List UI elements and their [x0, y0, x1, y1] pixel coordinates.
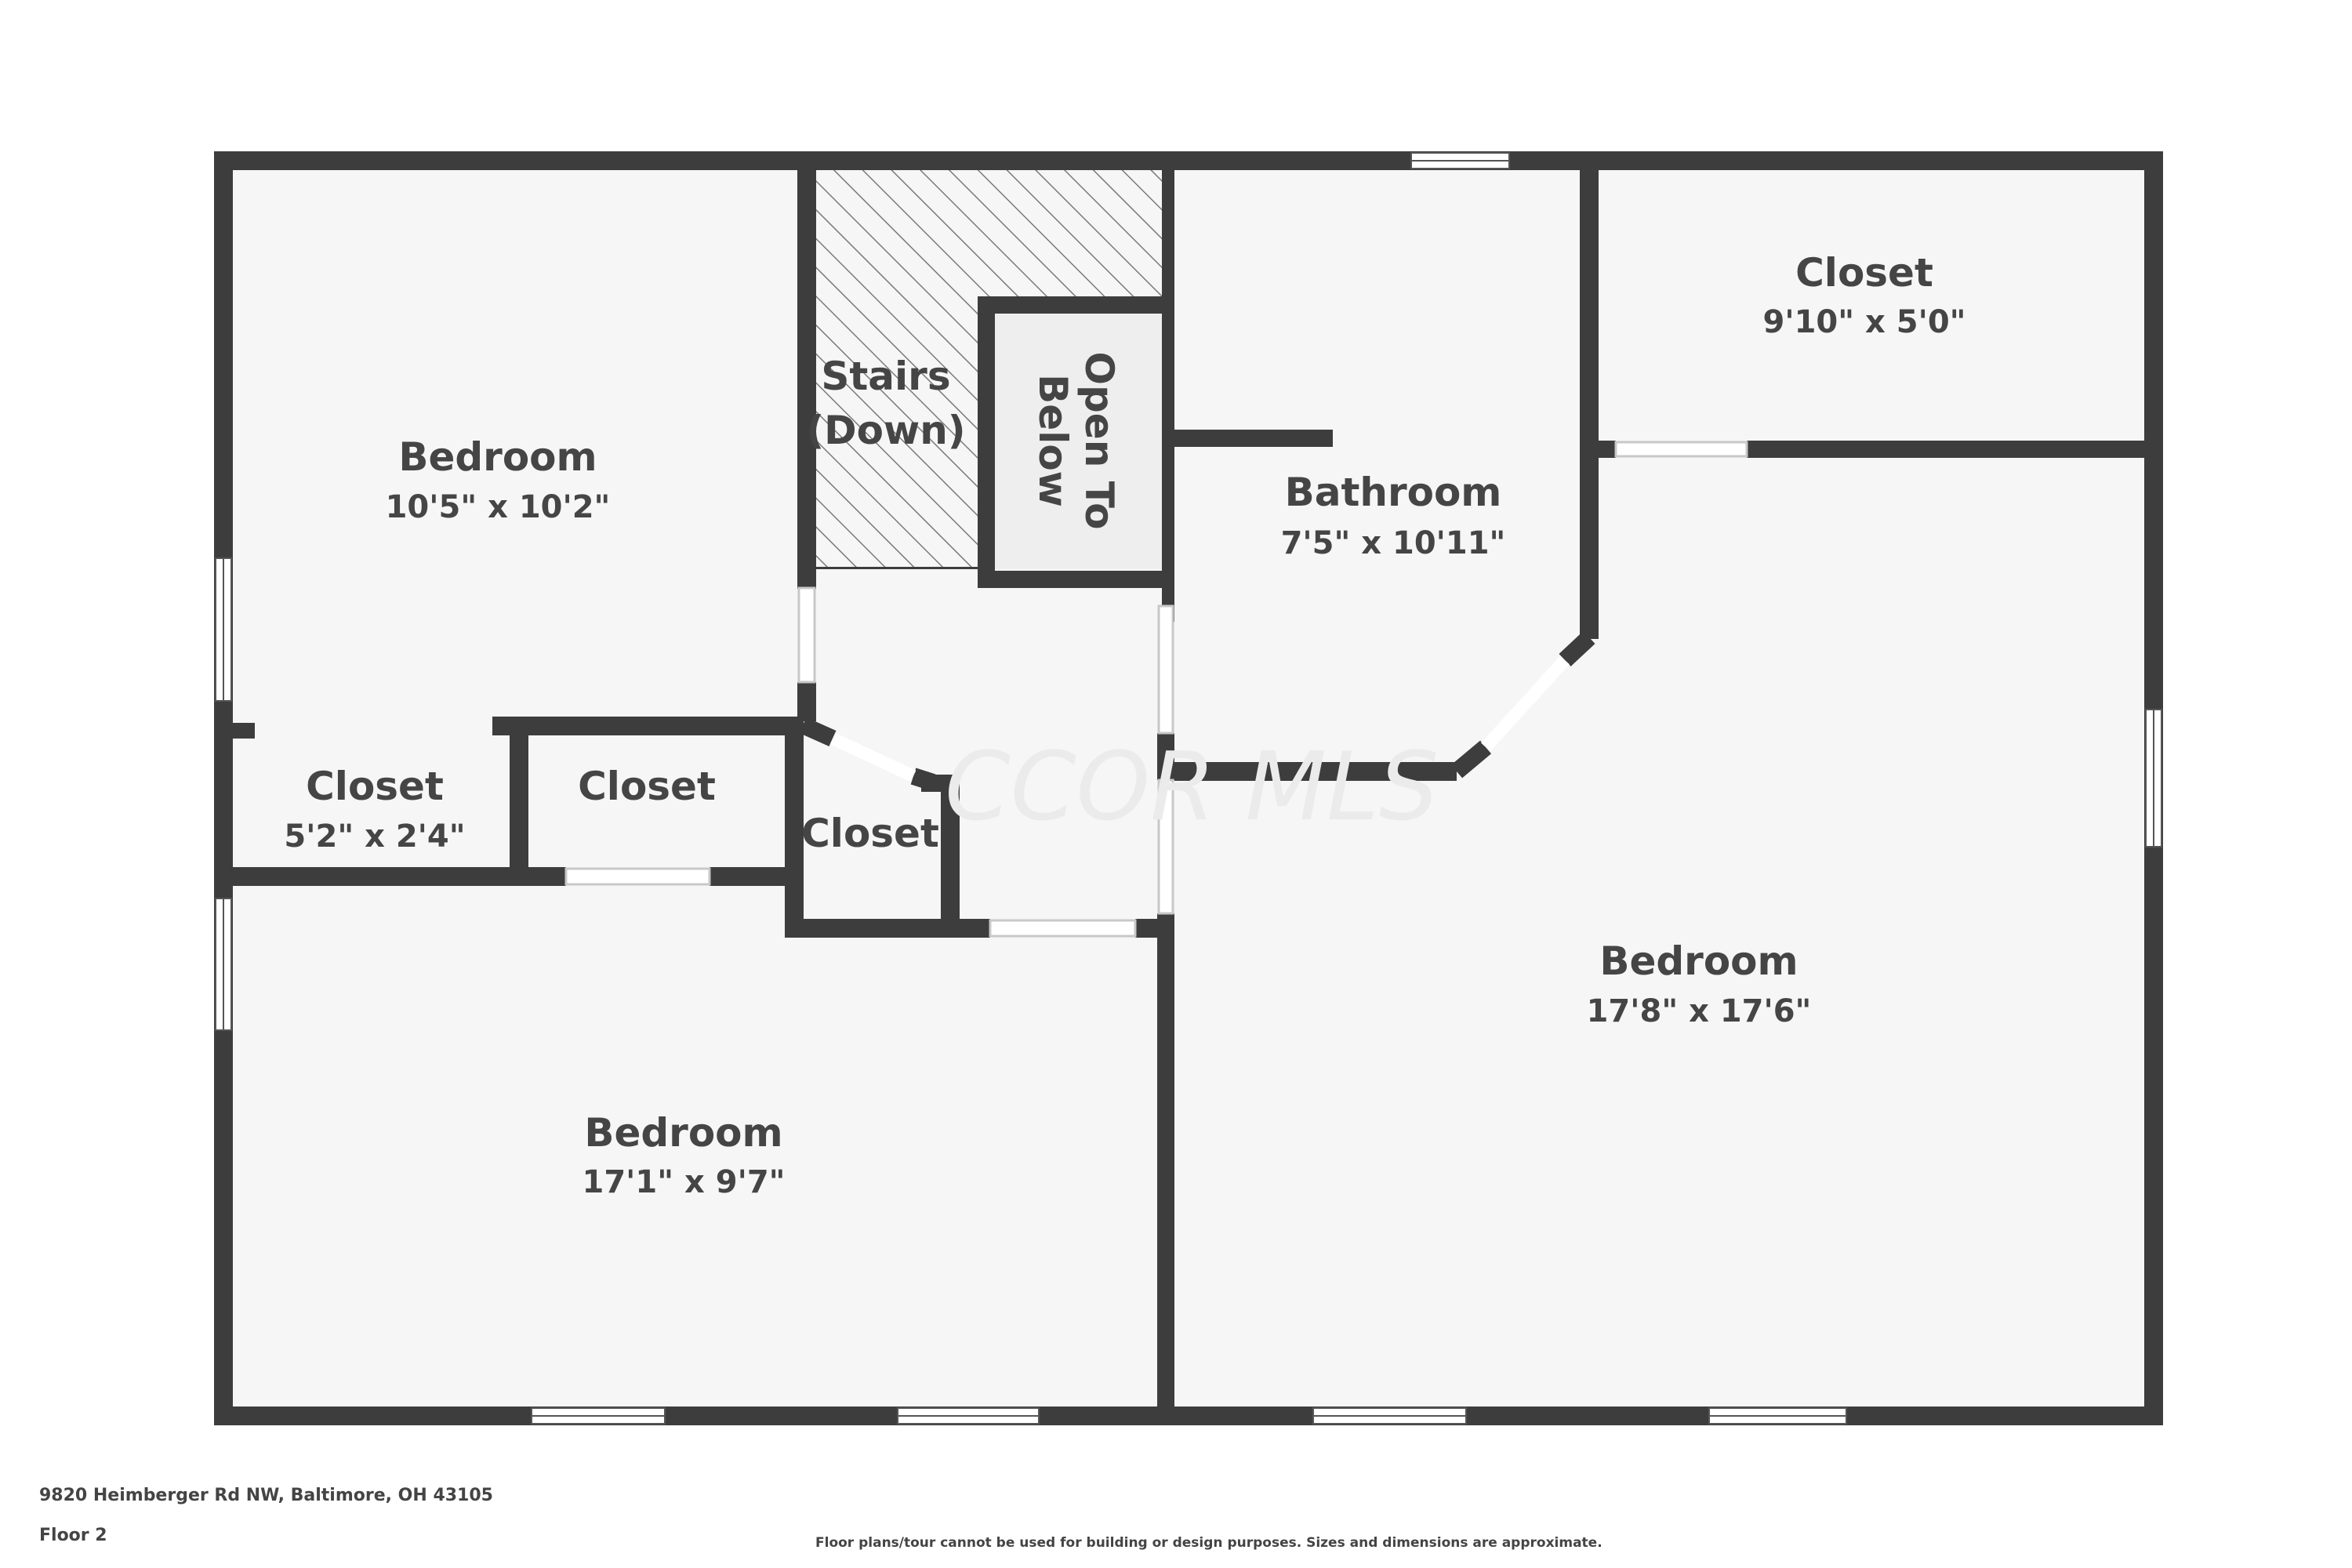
disclaimer-text: Floor plans/tour cannot be used for buil… — [815, 1535, 1602, 1551]
bedroom-sw-dims: 17'1" x 9'7" — [583, 1164, 786, 1200]
watermark-text: CCOR MLS — [945, 733, 1439, 842]
open-below-line2: Below — [1030, 374, 1076, 507]
floor-area — [223, 161, 2152, 1416]
bathroom-name: Bathroom — [1285, 470, 1502, 515]
closet-hall-name: Closet — [801, 811, 939, 856]
open-below-line1: Open To — [1076, 351, 1122, 529]
closet-mid-name: Closet — [578, 764, 716, 809]
diagonal-doors — [829, 655, 1570, 782]
closet-ne-dims: 9'10" x 5'0" — [1763, 304, 1966, 340]
bedroom-e-name: Bedroom — [1599, 938, 1798, 984]
property-address: 9820 Heimberger Rd NW, Baltimore, OH 431… — [39, 1486, 493, 1505]
door-openings — [564, 441, 1748, 938]
open-below-area — [988, 310, 1165, 569]
stairs-label-line2: (Down) — [806, 408, 965, 453]
closet-w-dims: 5'2" x 2'4" — [284, 818, 465, 855]
closet-w-name: Closet — [306, 764, 444, 809]
bedroom-sw-name: Bedroom — [584, 1110, 782, 1156]
bedroom-e-dims: 17'8" x 17'6" — [1587, 993, 1812, 1029]
windows — [215, 152, 2162, 1425]
bedroom-nw-name: Bedroom — [398, 434, 597, 480]
closet-ne-name: Closet — [1795, 250, 1933, 296]
bedroom-nw-dims: 10'5" x 10'2" — [386, 489, 611, 525]
floor-label: Floor 2 — [39, 1526, 107, 1545]
bathroom-dims: 7'5" x 10'11" — [1281, 525, 1506, 561]
stairs-label-line1: Stairs — [821, 354, 950, 399]
diagonal-walls — [799, 630, 1595, 791]
